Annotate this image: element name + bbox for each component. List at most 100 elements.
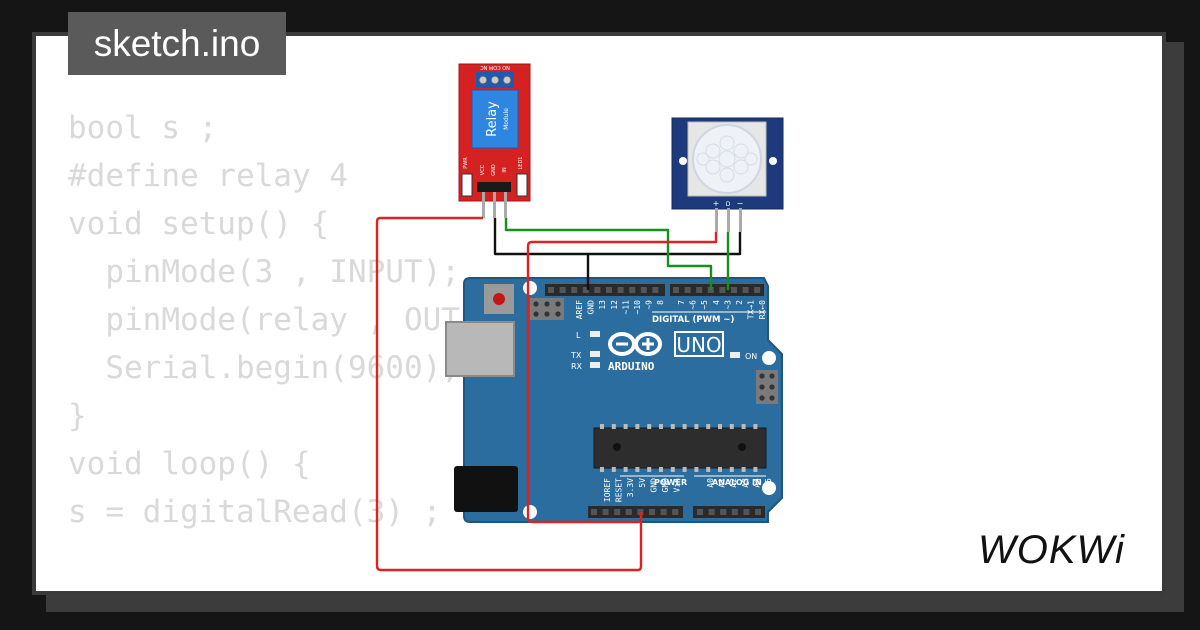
led-label-tx: TX — [570, 351, 582, 360]
code-line: s = digitalRead(3) ; — [68, 494, 442, 530]
wire-ground[interactable] — [493, 218, 742, 256]
analog-pin-label: A0 — [706, 478, 715, 488]
relay-status-led — [516, 173, 528, 197]
analog-pin-label: A5 — [764, 478, 773, 488]
relay-top-pins: NO COM NC — [480, 64, 510, 70]
relay-led-label: LED1 — [518, 157, 524, 170]
digital-pin-label: ~9 — [645, 300, 654, 310]
digital-pin-label: RX←0 — [758, 300, 767, 319]
led-label-rx: RX — [571, 362, 583, 371]
wire-relay-signal[interactable] — [504, 218, 713, 290]
relay-pin-label: VCC — [480, 164, 486, 175]
relay-sublabel: Module — [503, 108, 510, 130]
header-hole — [625, 509, 632, 515]
analog-pin-label: A3 — [741, 478, 750, 488]
mounting-hole — [762, 351, 776, 365]
header-hole — [606, 287, 612, 293]
digital-pin-label: 8 — [656, 300, 665, 305]
analog-pin-label: A4 — [752, 478, 761, 488]
digital-pin-label: 12 — [610, 300, 619, 310]
analog-label: ANALOG IN — [712, 478, 762, 487]
digital-pin-label: GND — [587, 300, 596, 315]
power-pin-label: IOREF — [603, 478, 612, 502]
wire-relay-power[interactable] — [375, 216, 643, 572]
header-hole — [684, 287, 691, 293]
digital-pin-label: ~5 — [700, 300, 709, 310]
header-hole — [708, 509, 715, 515]
relay-pwr-label: PWR — [463, 157, 469, 169]
analog-header — [693, 506, 765, 518]
power-pin-label: 3.3V — [626, 478, 635, 497]
mounting-hole — [762, 481, 776, 495]
code-line: #define relay 4 — [68, 158, 348, 194]
header-hole — [697, 509, 703, 515]
header-hole — [559, 287, 566, 293]
code-line: if(s == 1){ — [68, 584, 553, 591]
code-line: void loop() { — [68, 446, 311, 482]
relay-pin-label: IN — [502, 167, 508, 172]
header-hole — [629, 287, 636, 293]
power-pin-label: Vin — [673, 478, 682, 493]
led-label-l: L — [576, 331, 581, 340]
power-header — [588, 506, 683, 518]
led-tx — [590, 351, 600, 357]
header-hole — [696, 287, 703, 293]
header-hole — [649, 509, 655, 515]
header-hole — [591, 509, 597, 515]
digital-pin-label: ~6 — [689, 300, 698, 310]
led-l — [590, 331, 600, 337]
power-pin-label: RESET — [615, 478, 624, 502]
digital-pin-label: ~11 — [621, 300, 630, 315]
power-pin-label: GND — [661, 478, 670, 493]
digital-pin-label: 7 — [677, 300, 686, 305]
header-hole — [571, 287, 578, 293]
header-hole — [743, 509, 750, 515]
header-hole — [548, 287, 554, 293]
icsp-header — [530, 298, 564, 320]
mounting-hole — [523, 281, 537, 295]
board-model: UNO — [676, 333, 721, 357]
sketch-filename: sketch.ino — [68, 12, 286, 75]
digital-pin-label: 2 — [735, 300, 744, 305]
digital-pin-label: AREF — [575, 300, 584, 319]
code-line: } — [68, 398, 87, 434]
digital-header-right — [670, 284, 764, 296]
code-line: pinMode(relay , OUTPUT); — [68, 302, 554, 338]
header-hole — [652, 287, 659, 293]
relay-module[interactable]: NO COM NC Relay Module PWR LED1 VCC GND … — [458, 63, 531, 218]
usb-connector — [445, 321, 515, 377]
relay-label: Relay — [485, 101, 500, 137]
header-hole — [617, 287, 624, 293]
pir-pin-label: − — [737, 199, 744, 208]
wires — [375, 216, 742, 572]
power-jack — [454, 466, 518, 512]
code-line: void setup() { — [68, 206, 330, 242]
led-on — [730, 352, 740, 358]
power-pin-label: 5V — [638, 478, 647, 488]
header-hole — [673, 287, 679, 293]
header-hole — [731, 509, 738, 515]
header-hole — [742, 287, 749, 293]
microcontroller-chip — [593, 427, 767, 469]
pir-dome — [692, 124, 762, 194]
wokwi-logo: WOKWi — [978, 528, 1125, 572]
header-hole — [672, 509, 679, 515]
relay-cube — [471, 89, 519, 149]
header-hole — [754, 287, 761, 293]
power-label: POWER — [654, 478, 687, 487]
pir-motion-sensor[interactable]: + D − — [671, 117, 784, 232]
digital-pin-label: TX→1 — [747, 300, 756, 319]
icsp-header-right — [756, 370, 778, 404]
header-hole — [640, 287, 647, 293]
arduino-logo-icon — [608, 332, 662, 356]
code-line: Serial.begin(9600); — [68, 350, 460, 386]
header-hole — [614, 509, 621, 515]
relay-pin-label: GND — [491, 164, 497, 176]
wire-pir-power[interactable] — [526, 232, 718, 524]
analog-pin-label: A2 — [729, 478, 738, 488]
led-rx — [590, 362, 600, 368]
header-hole — [602, 509, 609, 515]
